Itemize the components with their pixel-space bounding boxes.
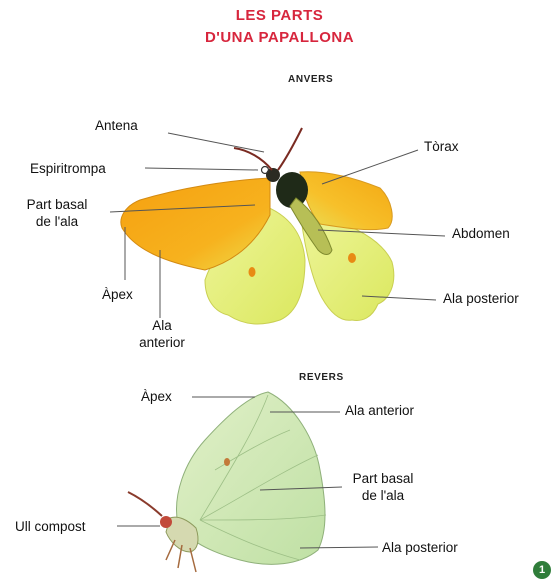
label-ull-compost: Ull compost bbox=[15, 518, 86, 535]
bottom-butterfly bbox=[128, 392, 326, 572]
label-part-basal-top: Part basal de l'ala bbox=[12, 196, 102, 230]
proboscis-coil bbox=[262, 167, 269, 174]
page-number-badge: 1 bbox=[533, 561, 551, 579]
label-ala-anterior-top: Ala anterior bbox=[122, 317, 202, 351]
label-apex-bottom: Àpex bbox=[141, 388, 172, 405]
label-ala-posterior-top: Ala posterior bbox=[443, 290, 519, 307]
label-part-basal-top-line2: de l'ala bbox=[12, 213, 102, 230]
label-abdomen: Abdomen bbox=[452, 225, 510, 242]
label-part-basal-top-line1: Part basal bbox=[12, 196, 102, 213]
top-butterfly bbox=[121, 128, 394, 324]
label-torax: Tòrax bbox=[424, 138, 459, 155]
label-ala-anterior-top-line1: Ala bbox=[122, 317, 202, 334]
compound-eye bbox=[160, 516, 172, 528]
hindwing-spot bbox=[348, 253, 356, 263]
anvers-heading: ANVERS bbox=[288, 74, 333, 85]
underside-antenna bbox=[128, 492, 162, 516]
label-apex-top: Àpex bbox=[102, 286, 133, 303]
label-ala-posterior-bottom: Ala posterior bbox=[382, 539, 458, 556]
right-antenna bbox=[278, 128, 302, 170]
revers-heading: REVERS bbox=[299, 372, 344, 383]
underside-spot bbox=[224, 458, 230, 466]
label-part-basal-bottom-line2: de l'ala bbox=[338, 487, 428, 504]
underside-wing bbox=[177, 392, 325, 564]
forewing-spot bbox=[249, 267, 256, 277]
label-part-basal-bottom-line1: Part basal bbox=[338, 470, 428, 487]
label-ala-anterior-top-line2: anterior bbox=[122, 334, 202, 351]
label-part-basal-bottom: Part basal de l'ala bbox=[338, 470, 428, 504]
label-espiritrompa: Espiritrompa bbox=[30, 160, 106, 177]
label-ala-anterior-bottom: Ala anterior bbox=[345, 402, 414, 419]
label-antena: Antena bbox=[95, 117, 138, 134]
